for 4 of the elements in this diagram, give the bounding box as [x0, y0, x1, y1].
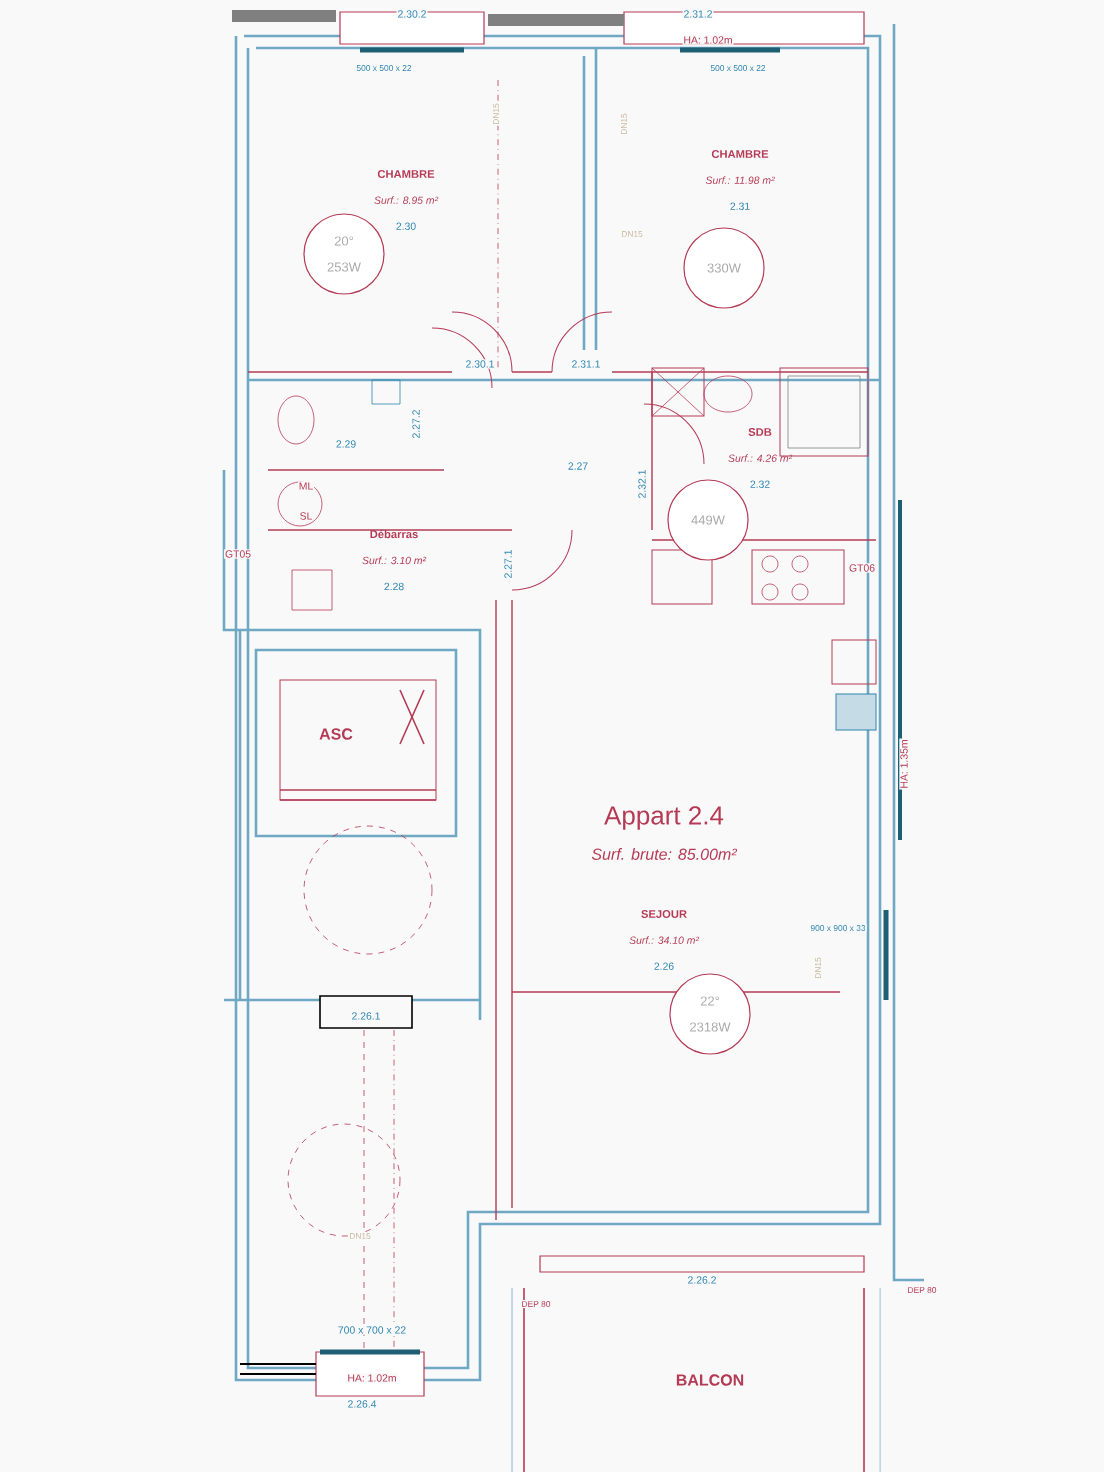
plan-label: Surf. brute: 85.00m²: [590, 847, 738, 861]
plan-label: Appart 2.4: [603, 805, 725, 831]
room-label: BALCON: [676, 1374, 744, 1386]
room-label: ASC: [319, 728, 353, 740]
